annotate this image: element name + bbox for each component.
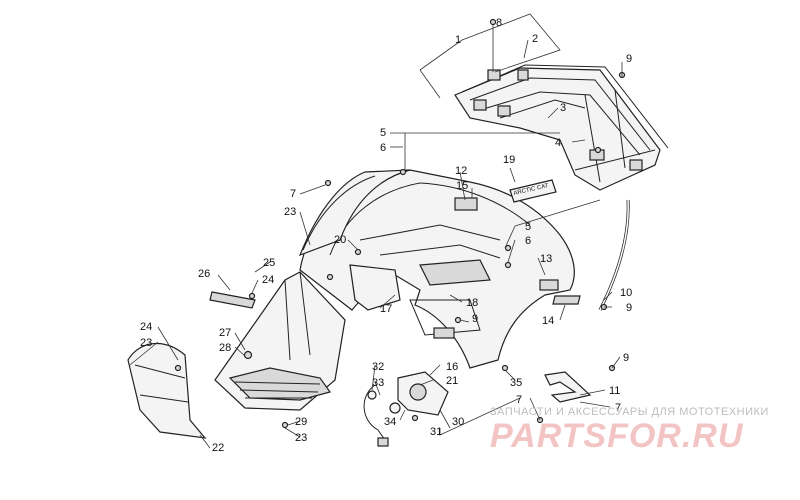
callout-9b: 9 <box>472 313 478 325</box>
footwell <box>214 271 346 411</box>
callout-28: 28 <box>219 342 231 354</box>
callout-6b: 6 <box>525 235 531 247</box>
callout-24b: 24 <box>140 321 152 333</box>
callout-15: 15 <box>456 180 468 192</box>
callout-19: 19 <box>503 154 515 166</box>
callout-26: 26 <box>198 268 210 280</box>
rear-fender <box>299 169 581 369</box>
decal-19: ARCTIC CAT <box>509 179 557 203</box>
callout-12: 12 <box>455 165 467 177</box>
callout-23b: 23 <box>140 337 152 349</box>
callout-14: 14 <box>542 315 554 327</box>
callout-23a: 23 <box>284 206 296 218</box>
callout-5a: 5 <box>380 127 386 139</box>
callout-10: 10 <box>620 287 632 299</box>
callout-25: 25 <box>263 257 275 269</box>
callout-11: 11 <box>609 385 620 397</box>
callout-7b: 7 <box>516 394 522 406</box>
callout-27: 27 <box>219 327 231 339</box>
callout-34: 34 <box>384 416 396 428</box>
leader-lines <box>129 13 623 449</box>
callout-33: 33 <box>372 377 384 389</box>
callout-30: 30 <box>452 416 464 428</box>
callout-21: 21 <box>446 375 458 387</box>
callout-labels: 1 2 3 4 5 5 6 6 7 7 7 8 9 9 9 9 10 11 12… <box>140 17 632 454</box>
callout-32: 32 <box>372 361 384 373</box>
callout-6a: 6 <box>380 142 386 154</box>
callout-16: 16 <box>446 361 458 373</box>
callout-7c: 7 <box>615 402 621 414</box>
step-plate <box>209 291 256 309</box>
callout-8: 8 <box>496 17 502 29</box>
rear-rack <box>454 64 669 191</box>
fasteners <box>174 18 626 429</box>
callout-35: 35 <box>510 377 522 389</box>
callout-17: 17 <box>380 303 392 315</box>
callout-7a: 7 <box>290 188 296 200</box>
watermark-logo: PARTSFOR.RU <box>490 417 744 455</box>
watermark: ЗАПЧАСТИ И АКСЕССУАРЫ ДЛЯ МОТОТЕХНИКИ PA… <box>490 406 769 455</box>
watermark-subtitle: ЗАПЧАСТИ И АКСЕССУАРЫ ДЛЯ МОТОТЕХНИКИ <box>490 406 769 418</box>
support-rod <box>598 199 630 311</box>
lower-skid <box>127 342 207 439</box>
callout-18: 18 <box>466 297 478 309</box>
callout-13: 13 <box>540 253 552 265</box>
callout-20: 20 <box>334 234 346 246</box>
callout-1: 1 <box>455 34 461 46</box>
callout-9d: 9 <box>623 352 629 364</box>
callout-2: 2 <box>532 33 538 45</box>
tail-light <box>363 371 449 447</box>
callout-9c: 9 <box>626 302 632 314</box>
callout-9a: 9 <box>626 53 632 65</box>
left-side-panel <box>298 169 411 257</box>
callout-31: 31 <box>430 426 442 438</box>
callout-29: 29 <box>295 416 307 428</box>
bracket <box>544 371 592 403</box>
callout-23c: 23 <box>295 432 307 444</box>
callout-5b: 5 <box>525 221 531 233</box>
callout-22: 22 <box>212 442 224 454</box>
callout-24a: 24 <box>262 274 274 286</box>
callout-4: 4 <box>555 137 561 149</box>
callout-3: 3 <box>560 102 566 114</box>
